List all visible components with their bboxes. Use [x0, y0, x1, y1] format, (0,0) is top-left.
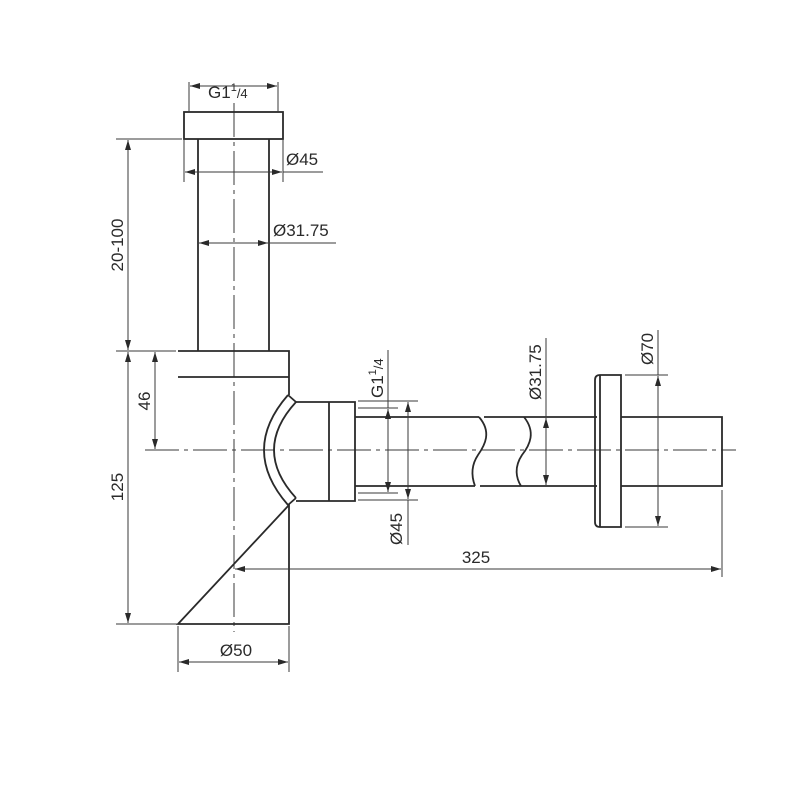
svg-text:46: 46 [135, 392, 154, 411]
outlet-elbow [263, 394, 356, 506]
wall-pipe [621, 416, 723, 487]
dimension-body-height: 125 [108, 352, 178, 625]
dimension-height-adjust: 20-100 [108, 138, 182, 352]
dimension-top-thread: G11/4 [188, 82, 279, 112]
dimension-body-diameter: Ø50 [177, 626, 290, 672]
dimension-outlet-pipe-diameter: Ø31.75 [526, 338, 549, 485]
dimension-flange-diameter: Ø70 [625, 330, 668, 528]
dimension-top-diameter: Ø45 [183, 139, 323, 182]
svg-text:325: 325 [462, 548, 490, 567]
svg-text:Ø70: Ø70 [638, 333, 657, 365]
trap-body [175, 350, 290, 625]
svg-text:Ø31.75: Ø31.75 [526, 344, 545, 400]
svg-text:Ø45: Ø45 [286, 150, 318, 169]
svg-text:125: 125 [108, 473, 127, 501]
dimension-top-pipe-diameter: Ø31.75 [199, 221, 336, 246]
svg-text:Ø45: Ø45 [387, 513, 406, 545]
svg-text:G11/4: G11/4 [208, 82, 248, 102]
wall-flange [594, 374, 622, 528]
top-cap [183, 111, 284, 140]
svg-text:G11/4: G11/4 [367, 358, 387, 398]
svg-text:20-100: 20-100 [108, 219, 127, 272]
dimension-outlet-nut-diameter: Ø45 [358, 400, 418, 545]
svg-text:Ø50: Ø50 [220, 641, 252, 660]
svg-text:Ø31.75: Ø31.75 [273, 221, 329, 240]
dimension-outlet-height: 46 [135, 352, 158, 449]
dimension-outlet-thread: G11/4 [358, 350, 398, 494]
dimension-outlet-length: 325 [235, 490, 723, 577]
outlet-pipe [355, 416, 597, 487]
